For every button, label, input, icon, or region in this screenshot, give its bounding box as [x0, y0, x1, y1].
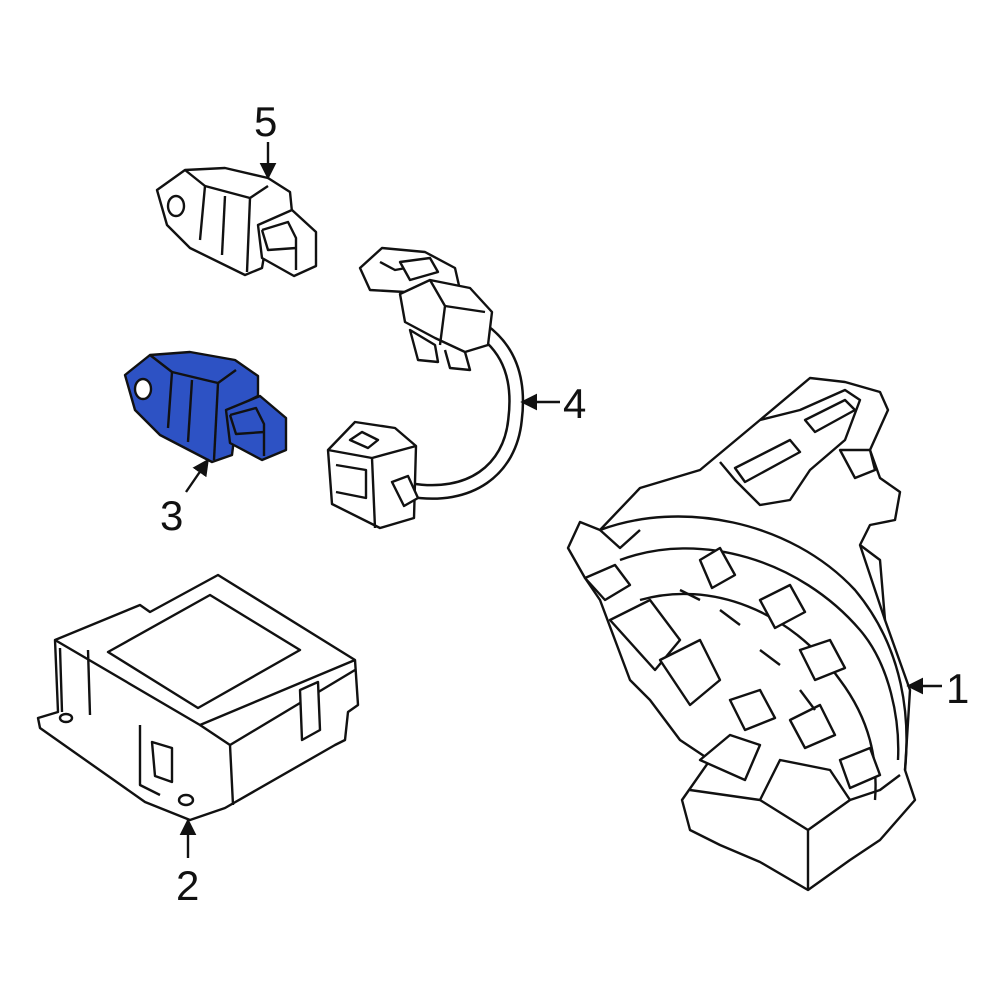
part-3-impact-sensor-highlighted — [123, 350, 288, 464]
callout-labels: 1 2 3 4 5 — [160, 98, 969, 909]
arrow-3 — [185, 458, 209, 493]
part-4-wiring-harness — [326, 246, 525, 530]
callout-label-1: 1 — [946, 665, 969, 712]
part-1-clock-spring — [566, 376, 917, 892]
callout-label-5: 5 — [254, 98, 277, 145]
part-2-airbag-control-module — [36, 573, 360, 822]
callout-label-2: 2 — [176, 862, 199, 909]
callout-label-4: 4 — [563, 380, 586, 427]
callout-arrows — [179, 142, 942, 858]
callout-label-3: 3 — [160, 492, 183, 539]
part-5-impact-sensor — [155, 166, 318, 278]
